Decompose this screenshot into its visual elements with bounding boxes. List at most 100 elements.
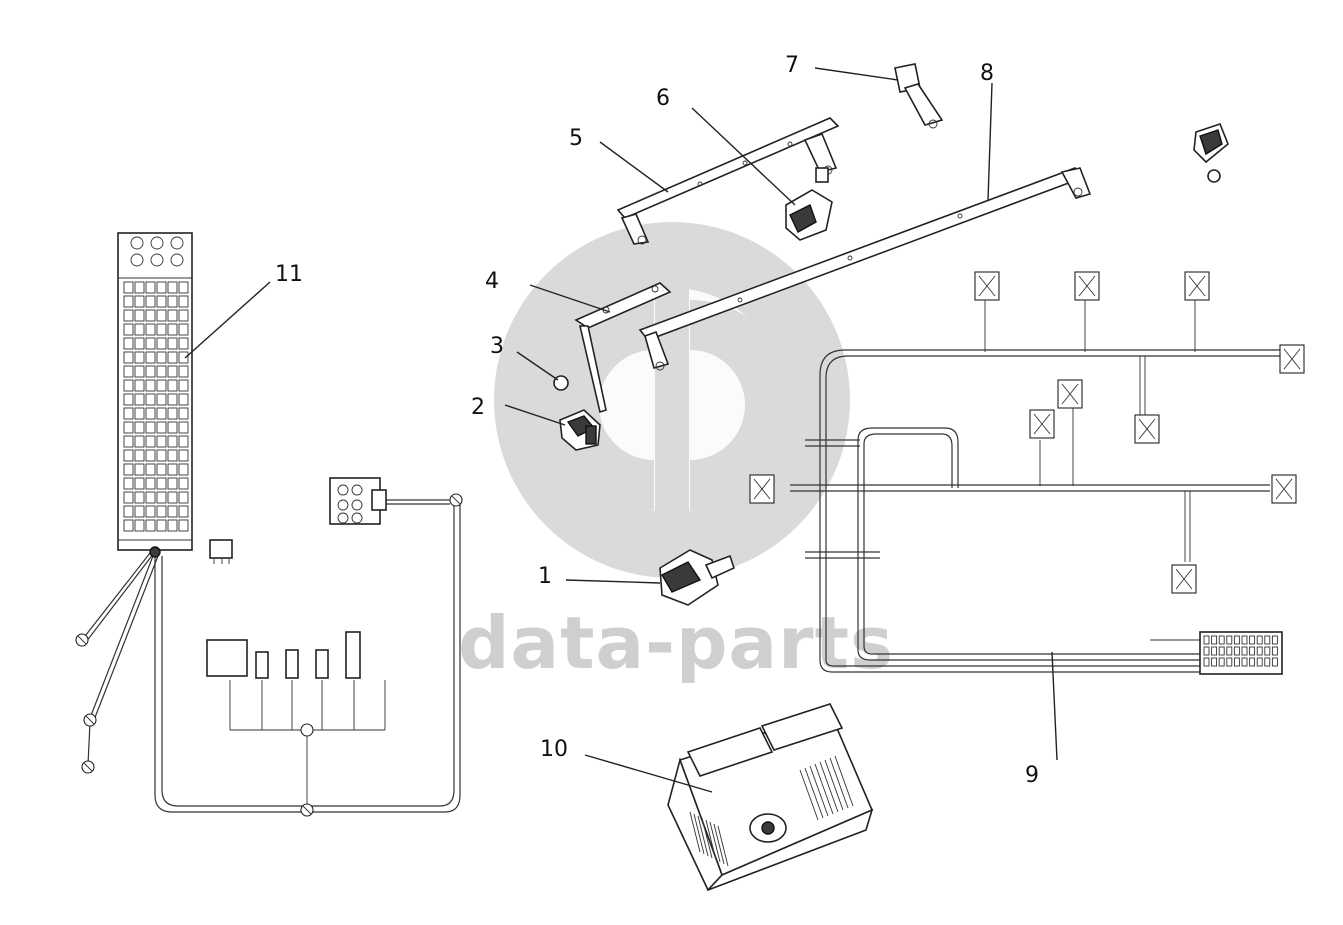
ecu-slot [705, 819, 717, 861]
fuse-cell [123, 379, 134, 392]
fuse-harness [75, 477, 463, 817]
fuse-cell [156, 491, 167, 504]
ecu-pin [1233, 646, 1240, 656]
fuse-cell [156, 477, 167, 490]
fuse-cell [167, 477, 178, 490]
fuse-cell [145, 365, 156, 378]
harness-connector [1134, 414, 1160, 444]
fuse-cell [156, 281, 167, 294]
fuse-cell [123, 477, 134, 490]
fuse-cell [167, 281, 178, 294]
fuse-cell [178, 491, 189, 504]
fuse-cell [145, 295, 156, 308]
ecu-slot [834, 755, 854, 807]
ecu-pin [1218, 657, 1225, 667]
ecu-pin [1264, 635, 1271, 645]
ecu-slot [804, 767, 824, 819]
ecu-slot [819, 761, 839, 813]
fuse-cell [145, 337, 156, 350]
fuse-cell [145, 379, 156, 392]
fuse-cell [156, 407, 167, 420]
fuse-cell [178, 519, 189, 532]
connector-mark [1138, 418, 1156, 440]
callout-5: 5 [569, 126, 583, 151]
fuse-cell [145, 435, 156, 448]
relay-small [209, 539, 233, 564]
fuse-cell [145, 407, 156, 420]
fuse-cell [145, 421, 156, 434]
part-4-bracket [574, 282, 672, 414]
part-6-sensor [785, 167, 833, 241]
harness-connectors [749, 271, 1305, 594]
ecu-slot [799, 769, 819, 821]
callout-leaders [184, 67, 1058, 793]
connector-mark [1033, 413, 1051, 435]
fuse-cell [134, 463, 145, 476]
fuse-cell [156, 449, 167, 462]
callout-10: 10 [540, 737, 568, 762]
fuse-cell [134, 421, 145, 434]
fuse-cell [156, 309, 167, 322]
callout-4: 4 [485, 269, 499, 294]
fuse-cell [156, 295, 167, 308]
connector-mark [1188, 275, 1206, 297]
harness-connector [1074, 271, 1100, 301]
fuse-cell [156, 421, 167, 434]
fuse-cell [145, 505, 156, 518]
ecu-pin [1256, 635, 1263, 645]
fuse-box [117, 232, 193, 551]
fuse-cell [156, 351, 167, 364]
fuse-cell [178, 407, 189, 420]
fuse-cell [123, 519, 134, 532]
fuse-cell [145, 351, 156, 364]
connector-mark [1078, 275, 1096, 297]
fuse-grid [123, 281, 189, 532]
callout-8: 8 [980, 61, 994, 86]
ecu-pin [1218, 646, 1225, 656]
ecu-slot [693, 813, 705, 855]
fuse-cell [134, 519, 145, 532]
ecu-pin [1241, 657, 1248, 667]
fuse-cell [156, 393, 167, 406]
ecu-slot [709, 821, 721, 863]
fuse-cell [167, 351, 178, 364]
harness-connector [1279, 344, 1305, 374]
ecu-slots [689, 755, 854, 867]
fuse-cell [145, 323, 156, 336]
ecu-connector-pins [1203, 635, 1278, 667]
fuse-cell [123, 421, 134, 434]
fuse-cell [134, 435, 145, 448]
fuse-cell [178, 505, 189, 518]
fuse-cell [123, 393, 134, 406]
connector-mark [978, 275, 996, 297]
fuse-cell [178, 337, 189, 350]
fuse-cell [145, 393, 156, 406]
fuse-cell [134, 407, 145, 420]
fuse-cell [167, 379, 178, 392]
callout-6: 6 [656, 86, 670, 111]
fuse-cell [134, 449, 145, 462]
harness-connector [1029, 409, 1055, 439]
fuse-cell [178, 379, 189, 392]
ecu-slot [717, 825, 729, 867]
fuse-cell [156, 365, 167, 378]
part-9-main-harness [749, 271, 1305, 675]
part-2-connector [559, 409, 601, 451]
ecu-pin [1211, 657, 1218, 667]
fuse-cell [167, 463, 178, 476]
fuse-cell [156, 435, 167, 448]
ecu-pin [1241, 646, 1248, 656]
fuse-cell [123, 491, 134, 504]
fuse-cell [156, 463, 167, 476]
part-1-switch [659, 549, 735, 606]
fuse-cell [167, 365, 178, 378]
fuse-cell [134, 365, 145, 378]
fuse-cell [123, 309, 134, 322]
ecu-pin [1249, 635, 1256, 645]
harness-connector [1184, 271, 1210, 301]
fuse-cell [178, 449, 189, 462]
fuse-cell [123, 365, 134, 378]
fuse-cell [123, 407, 134, 420]
fuse-cell [156, 337, 167, 350]
